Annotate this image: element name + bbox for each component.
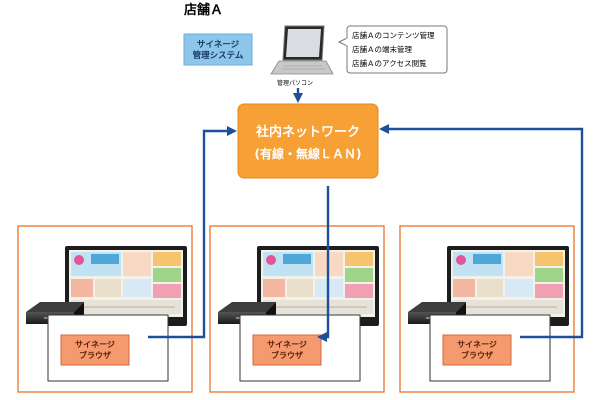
terminal-2: サイネージブラウザ (209, 225, 385, 393)
callout-line-3: 店舗Ａのアクセス閲覧 (352, 58, 427, 68)
cms-label: サイネージ管理システム (193, 39, 244, 61)
browser-label: サイネージブラウザ (457, 339, 497, 360)
terminal-frame (399, 225, 575, 393)
terminal-3: サイネージブラウザ (399, 225, 575, 393)
network-box: 社内ネットワーク (有線・無線ＬＡＮ) (237, 103, 379, 179)
terminal-frame (17, 225, 193, 393)
network-title: 社内ネットワーク (255, 124, 360, 140)
signage-monitor-icon (257, 246, 379, 326)
terminal-frame (209, 225, 385, 393)
browser-label-box (60, 334, 130, 366)
terminal-1: サイネージブラウザ (17, 225, 193, 393)
signage-monitor-icon (65, 246, 187, 326)
network-subtitle: (有線・無線ＬＡＮ) (255, 146, 362, 161)
callout-box: 店舗Ａのコンテンツ管理 店舗Ａの端末管理 店舗Ａのアクセス閲覧 (337, 25, 448, 74)
terminals: サイネージブラウザ サイネージブラウザ サイネージブラウザ (17, 225, 575, 393)
browser-label: サイネージブラウザ (75, 339, 115, 360)
store-title: 店舗Ａ (184, 2, 223, 18)
cms-box: サイネージ管理システム (183, 33, 253, 66)
arrow-browser3-to-network (379, 124, 584, 339)
pc-label: 管理パソコン (277, 79, 313, 87)
browser-label-box (252, 334, 322, 366)
arrow-network-to-browser2 (317, 186, 330, 342)
browser-label: サイネージブラウザ (267, 339, 307, 360)
laptop-icon (270, 25, 334, 75)
callout-line-1: 店舗Ａのコンテンツ管理 (352, 30, 435, 40)
browser-label-box (442, 334, 512, 366)
arrow-browser1-to-network (148, 126, 237, 339)
callout-line-2: 店舗Ａの端末管理 (352, 44, 412, 54)
